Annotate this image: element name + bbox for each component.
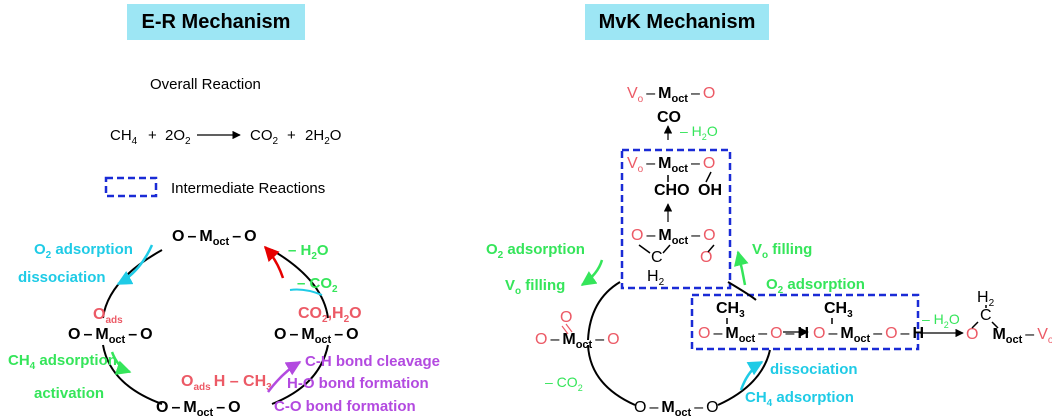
mvk-o2-adsorption-right: O2 adsorption bbox=[766, 276, 865, 296]
mvk-title: MvK Mechanism bbox=[585, 4, 769, 40]
svg-text:O–Moct–O: O–Moct–O bbox=[634, 399, 719, 418]
mvk-vo-arrow-right bbox=[733, 250, 749, 286]
svg-text:CO: CO bbox=[657, 109, 681, 126]
mvk-arc-bottom-right bbox=[717, 349, 771, 406]
er-arc-bottom-left bbox=[102, 344, 163, 405]
overall-equation: CH4 + 2O2 CO2 + 2H2O bbox=[110, 127, 341, 147]
svg-text:CO2,H2O: CO2,H2O bbox=[298, 305, 362, 325]
svg-text:H2: H2 bbox=[647, 268, 665, 288]
legend-label: Intermediate Reactions bbox=[171, 180, 325, 197]
mvk-dissociation-arrow bbox=[739, 360, 764, 391]
mvk-dissociation-label: dissociation bbox=[770, 361, 858, 378]
mvk-o2-arrow-left bbox=[580, 259, 604, 287]
er-activation-label: activation bbox=[34, 385, 104, 402]
svg-text:H2: H2 bbox=[977, 289, 995, 309]
mvk-arc-top-right bbox=[727, 281, 757, 301]
mvk-species-peroxo: O–Moct–O C H2 O bbox=[631, 227, 716, 288]
er-ch4-arrow bbox=[110, 351, 132, 375]
mvk-vo-filling-right: Vo filling bbox=[752, 241, 812, 261]
er-ho-formation-label: H-O bond formation bbox=[287, 375, 429, 392]
er-dissociation-label: dissociation bbox=[18, 269, 106, 286]
er-species-left: Oads O–Moct–O bbox=[68, 306, 153, 346]
svg-text:+: + bbox=[287, 127, 296, 144]
mvk-o2-adsorption-left: O2 adsorption bbox=[486, 241, 585, 261]
svg-text:O–Moct–O–H: O–Moct–O–H bbox=[813, 325, 924, 345]
er-h2o-release-arrow bbox=[263, 245, 285, 279]
er-arc-bottom-right bbox=[271, 344, 329, 405]
mvk-arc-top-left bbox=[587, 281, 621, 341]
legend-dashed-box bbox=[104, 176, 158, 198]
svg-text:Vo–Moct–O: Vo–Moct–O bbox=[627, 155, 715, 175]
svg-text:Oads: Oads bbox=[93, 306, 123, 326]
mvk-species-left: O O–Moct–O bbox=[535, 309, 620, 351]
er-ch-cleavage-arrow bbox=[267, 360, 302, 393]
er-arc-top-right bbox=[271, 249, 329, 319]
mvk-species-top: Vo–Moct–O CO bbox=[627, 85, 715, 126]
svg-text:CH4: CH4 bbox=[110, 127, 138, 147]
mvk-arc-bottom-left bbox=[587, 344, 636, 406]
svg-text:+: + bbox=[148, 127, 157, 144]
mvk-ch4-adsorption-label: CH4 adsorption bbox=[745, 389, 854, 409]
mvk-species-cho: Vo–Moct–O CHO OH bbox=[627, 155, 722, 199]
er-o2-adsorption-label: O2 adsorption bbox=[34, 241, 133, 261]
mvk-intermediate-box-right bbox=[690, 293, 920, 351]
er-co-formation-label: C-O bond formation bbox=[274, 398, 416, 415]
er-species-right: CO2,H2O O–Moct–O bbox=[274, 305, 362, 346]
svg-text:O: O bbox=[560, 309, 572, 326]
er-o2-arrow bbox=[116, 244, 154, 286]
svg-text:O–Moct–O: O–Moct–O bbox=[172, 228, 257, 248]
svg-text:2O2: 2O2 bbox=[165, 127, 191, 147]
mvk-species-methyl: CH3 O–Moct–O–H CH3 O–Moct–O–H bbox=[698, 300, 924, 345]
svg-text:O: O bbox=[700, 249, 712, 266]
svg-text:O–Moct–O: O–Moct–O bbox=[631, 227, 716, 247]
svg-text:O–Moct–O: O–Moct–O bbox=[535, 331, 620, 351]
svg-text:2H2O: 2H2O bbox=[305, 127, 341, 147]
er-ch-cleavage-label: C-H bond cleavage bbox=[305, 353, 440, 370]
svg-text:CH3: CH3 bbox=[824, 300, 853, 320]
er-title: E-R Mechanism bbox=[127, 4, 305, 40]
svg-text:OH: OH bbox=[698, 182, 722, 199]
er-h2o-label: – H2O bbox=[288, 242, 329, 262]
mvk-h2o-label-top: – H2O bbox=[680, 123, 718, 142]
svg-text:CH3: CH3 bbox=[716, 300, 745, 320]
overall-reaction-label: Overall Reaction bbox=[150, 76, 261, 93]
mvk-co2-label: – CO2 bbox=[545, 374, 583, 393]
er-ch4-adsorption-label: CH4 adsorption bbox=[8, 352, 117, 372]
svg-text:C: C bbox=[980, 307, 992, 324]
er-species-top: O–Moct–O bbox=[172, 228, 257, 248]
svg-text:CHO: CHO bbox=[654, 182, 690, 199]
svg-text:O–Moct–O: O–Moct–O bbox=[274, 326, 359, 346]
mvk-vo-filling-left: Vo filling bbox=[505, 277, 565, 297]
er-arc-top-left bbox=[102, 249, 163, 319]
mvk-intermediate-box-top bbox=[620, 148, 732, 290]
svg-text:O–Moct–O: O–Moct–O bbox=[68, 326, 153, 346]
svg-text:Vo–Moct–O: Vo–Moct–O bbox=[627, 85, 715, 105]
er-co2-release-line bbox=[289, 288, 323, 296]
svg-text:CO2: CO2 bbox=[250, 127, 279, 147]
svg-text:O–Moct–O: O–Moct–O bbox=[156, 399, 241, 418]
mvk-species-bottom: O–Moct–O bbox=[634, 399, 719, 418]
mvk-h2o-label-right: – H2O bbox=[922, 311, 960, 330]
svg-text:O–Moct–O–H: O–Moct–O–H bbox=[698, 325, 809, 345]
er-co2-label: – CO2 bbox=[297, 275, 338, 295]
svg-text:C: C bbox=[651, 249, 663, 266]
